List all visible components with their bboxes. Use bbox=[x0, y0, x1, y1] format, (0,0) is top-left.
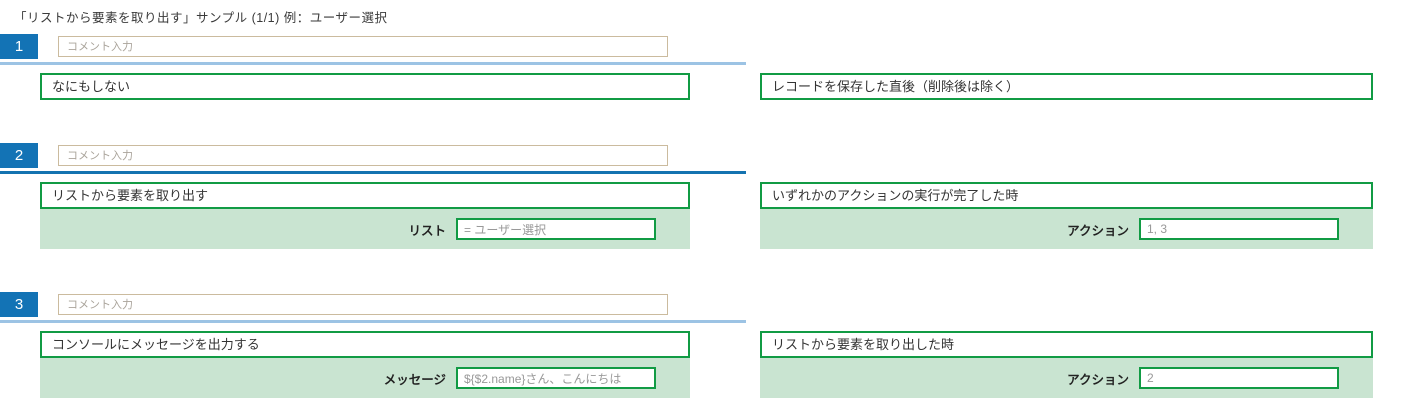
step-content: コンソールにメッセージを出力する メッセージ リストから要素を取り出した時 アク… bbox=[0, 331, 1412, 398]
step-header: 3 bbox=[0, 292, 1412, 317]
trigger-param-label: アクション bbox=[1067, 372, 1129, 387]
trigger-column: レコードを保存した直後（削除後は除く） bbox=[760, 73, 1373, 100]
step: 1 なにもしない レコードを保存した直後（削除後は除く） bbox=[0, 34, 1412, 100]
workflow-steps: 1 なにもしない レコードを保存した直後（削除後は除く） 2 リストから要素を取… bbox=[0, 34, 1412, 398]
action-title-box[interactable]: コンソールにメッセージを出力する bbox=[40, 331, 690, 358]
trigger-param-input[interactable] bbox=[1139, 218, 1339, 240]
comment-input[interactable] bbox=[58, 294, 668, 315]
step-underline bbox=[0, 62, 746, 65]
step-content: リストから要素を取り出す リスト いずれかのアクションの実行が完了した時 アクシ… bbox=[0, 182, 1412, 249]
step-number-badge: 2 bbox=[0, 143, 38, 168]
action-param-area: リスト bbox=[40, 209, 690, 249]
action-title-box[interactable]: リストから要素を取り出す bbox=[40, 182, 690, 209]
action-title-box[interactable]: なにもしない bbox=[40, 73, 690, 100]
action-param-input[interactable] bbox=[456, 218, 656, 240]
page-title: 「リストから要素を取り出す」サンプル (1/1) 例：ユーザー選択 bbox=[14, 11, 388, 25]
action-column: コンソールにメッセージを出力する メッセージ bbox=[40, 331, 690, 398]
trigger-param-input[interactable] bbox=[1139, 367, 1339, 389]
step-number-badge: 1 bbox=[0, 34, 38, 59]
step-header: 1 bbox=[0, 34, 1412, 59]
action-column: なにもしない bbox=[40, 73, 690, 100]
trigger-title-box[interactable]: いずれかのアクションの実行が完了した時 bbox=[760, 182, 1373, 209]
trigger-title-box[interactable]: リストから要素を取り出した時 bbox=[760, 331, 1373, 358]
trigger-title-box[interactable]: レコードを保存した直後（削除後は除く） bbox=[760, 73, 1373, 100]
step-underline bbox=[0, 171, 746, 174]
trigger-param-area: アクション bbox=[760, 209, 1373, 249]
comment-input[interactable] bbox=[58, 36, 668, 57]
trigger-param-area: アクション bbox=[760, 358, 1373, 398]
step: 3 コンソールにメッセージを出力する メッセージ リストから要素を取り出した時 … bbox=[0, 292, 1412, 398]
step-content: なにもしない レコードを保存した直後（削除後は除く） bbox=[0, 73, 1412, 100]
step-header: 2 bbox=[0, 143, 1412, 168]
trigger-param-label: アクション bbox=[1067, 223, 1129, 238]
step-number-badge: 3 bbox=[0, 292, 38, 317]
action-param-label: リスト bbox=[408, 223, 446, 238]
comment-input[interactable] bbox=[58, 145, 668, 166]
trigger-column: リストから要素を取り出した時 アクション bbox=[760, 331, 1373, 398]
action-param-label: メッセージ bbox=[383, 372, 446, 387]
action-column: リストから要素を取り出す リスト bbox=[40, 182, 690, 249]
step-underline bbox=[0, 320, 746, 323]
step: 2 リストから要素を取り出す リスト いずれかのアクションの実行が完了した時 ア… bbox=[0, 143, 1412, 249]
trigger-column: いずれかのアクションの実行が完了した時 アクション bbox=[760, 182, 1373, 249]
action-param-input[interactable] bbox=[456, 367, 656, 389]
action-param-area: メッセージ bbox=[40, 358, 690, 398]
